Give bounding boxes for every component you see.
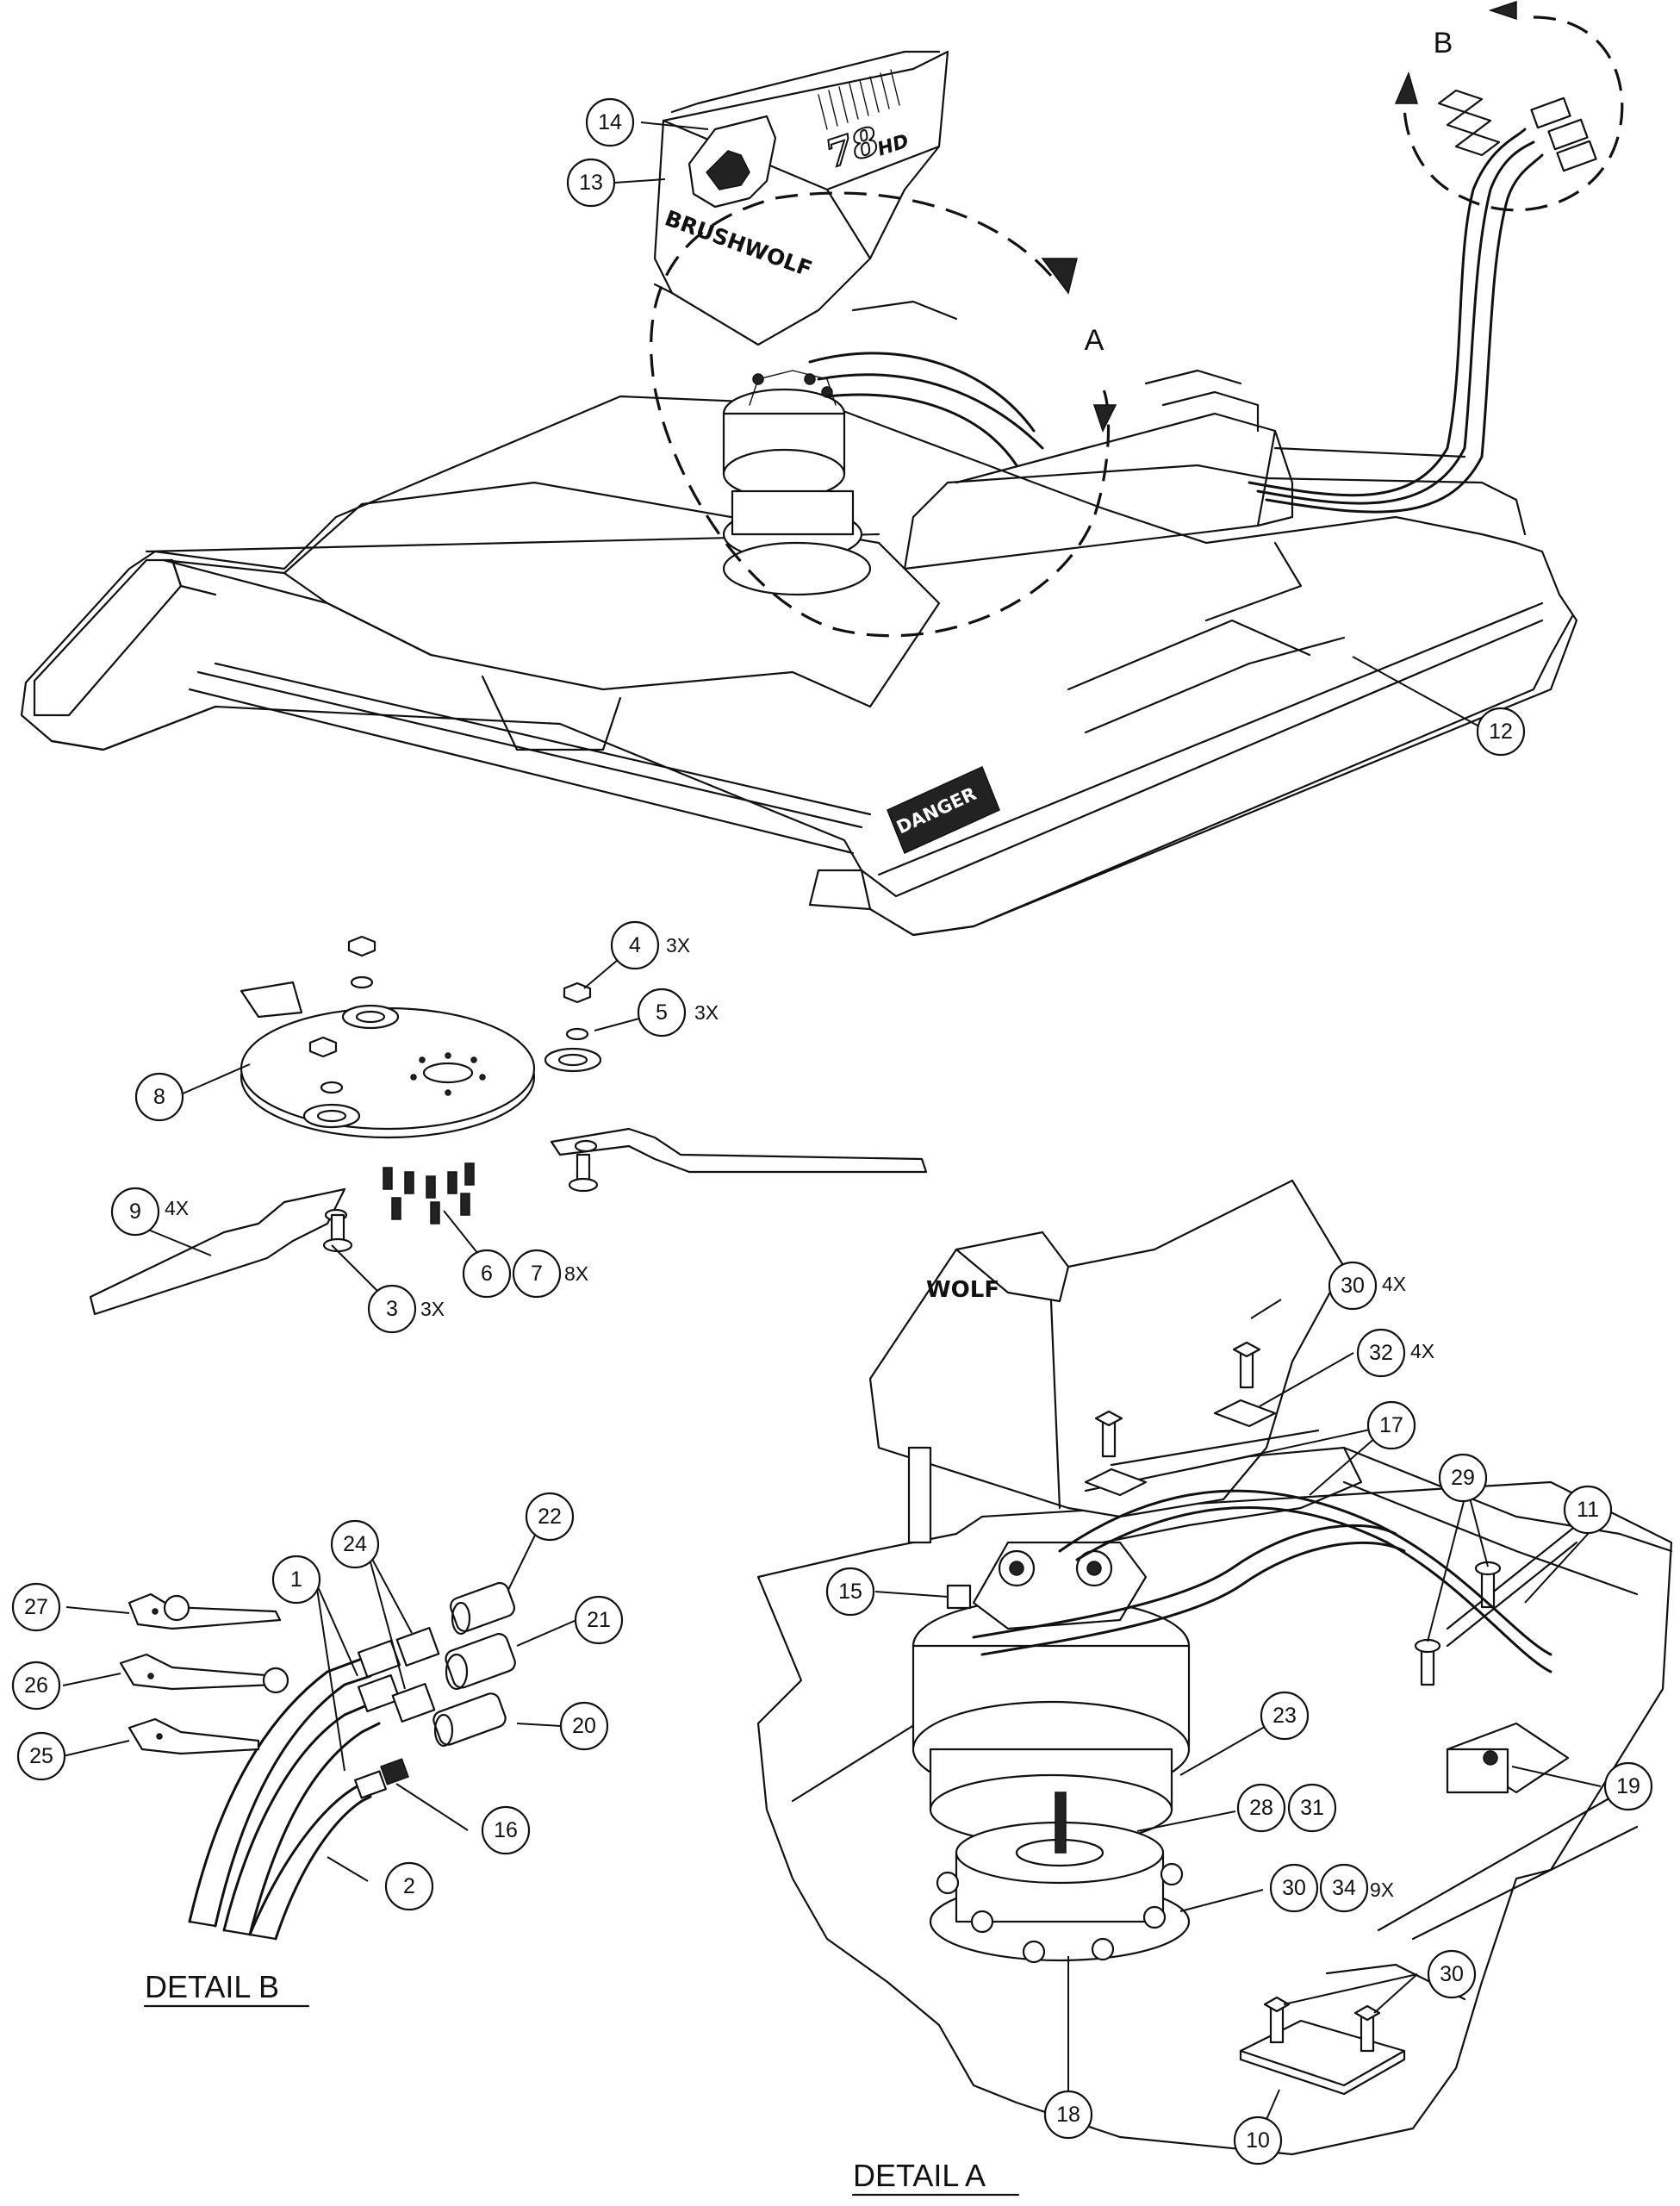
svg-text:7: 7 xyxy=(531,1262,543,1286)
callout-30-top: 30 4X xyxy=(1328,1261,1406,1311)
callout-10: 10 xyxy=(1233,2116,1283,2165)
svg-text:22: 22 xyxy=(538,1505,562,1529)
svg-text:19: 19 xyxy=(1616,1774,1640,1798)
callout-2: 2 xyxy=(384,1861,434,1911)
callout-15: 15 xyxy=(825,1567,875,1617)
callout-20: 20 xyxy=(559,1701,609,1751)
callout-14: 14 xyxy=(585,97,635,147)
callout-22: 22 xyxy=(525,1492,575,1542)
callout-32: 31 xyxy=(1287,1783,1337,1833)
callout-29: 29 xyxy=(1438,1453,1488,1503)
svg-text:2: 2 xyxy=(403,1874,415,1898)
svg-text:14: 14 xyxy=(598,110,622,134)
callout-4: 4 3X xyxy=(610,920,690,970)
quick-couplers xyxy=(432,1581,516,1748)
mower-deck-assembly: DANGER BRUSHWOLF 78 HD xyxy=(20,0,1624,937)
hose-fittings-b xyxy=(1437,89,1597,172)
svg-text:29: 29 xyxy=(1451,1466,1475,1490)
callout-25: 25 xyxy=(16,1731,66,1781)
blade-assembly xyxy=(89,935,928,1316)
svg-text:4X: 4X xyxy=(165,1197,189,1219)
callout-24: 24 xyxy=(330,1519,380,1569)
callout-1: 1 xyxy=(271,1555,321,1605)
cover-vents xyxy=(818,69,900,130)
svg-text:5: 5 xyxy=(656,1000,668,1025)
svg-text:8X: 8X xyxy=(564,1262,588,1285)
svg-text:12: 12 xyxy=(1489,720,1513,744)
svg-text:34: 34 xyxy=(1332,1876,1356,1900)
svg-text:9X: 9X xyxy=(1370,1879,1394,1901)
svg-text:13: 13 xyxy=(579,171,603,195)
view-label-b: B xyxy=(1434,27,1453,59)
callout-27: 27 xyxy=(11,1582,61,1632)
brand-partial-text: WOLF xyxy=(926,1277,999,1303)
callout-12: 12 xyxy=(1476,707,1526,757)
svg-text:18: 18 xyxy=(1056,2103,1080,2127)
wolf-logo-icon xyxy=(688,115,777,209)
callout-34: 34 9X xyxy=(1319,1863,1394,1913)
svg-text:4X: 4X xyxy=(1410,1340,1434,1362)
svg-text:3X: 3X xyxy=(666,934,690,957)
callout-7: 7 8X xyxy=(512,1249,588,1299)
callout-23: 23 xyxy=(1260,1691,1310,1741)
svg-text:20: 20 xyxy=(572,1714,596,1738)
blade-bolts xyxy=(383,1162,475,1225)
detail-a-title: DETAIL A xyxy=(853,2158,986,2193)
detail-a-circle xyxy=(650,191,1111,638)
callout-16: 16 xyxy=(481,1805,531,1855)
callout-26: 26 xyxy=(11,1661,61,1711)
svg-text:11: 11 xyxy=(1577,1498,1599,1522)
svg-text:3X: 3X xyxy=(420,1298,445,1320)
detail-b-title: DETAIL B xyxy=(145,1969,279,2004)
svg-text:15: 15 xyxy=(838,1580,862,1604)
callout-28: 28 xyxy=(1236,1783,1286,1833)
hydraulic-motor-main xyxy=(722,370,872,596)
svg-text:30: 30 xyxy=(1341,1274,1365,1298)
svg-text:28: 28 xyxy=(1249,1796,1273,1820)
svg-text:4X: 4X xyxy=(1382,1273,1406,1295)
callout-21: 21 xyxy=(574,1595,624,1645)
svg-text:27: 27 xyxy=(24,1595,48,1619)
svg-text:23: 23 xyxy=(1272,1704,1297,1728)
svg-text:16: 16 xyxy=(494,1818,518,1842)
svg-text:31: 31 xyxy=(1300,1796,1324,1820)
callout-5: 5 3X xyxy=(637,988,719,1038)
svg-text:25: 25 xyxy=(29,1744,53,1768)
svg-text:3X: 3X xyxy=(694,1001,719,1024)
svg-text:24: 24 xyxy=(343,1532,367,1556)
callout-11: 11 xyxy=(1563,1485,1613,1535)
callout-30-bottom: 30 xyxy=(1427,1949,1477,1999)
svg-text:9: 9 xyxy=(129,1200,141,1224)
callout-17: 17 xyxy=(1366,1400,1416,1450)
svg-text:3: 3 xyxy=(386,1297,398,1321)
hydraulic-motor-detail xyxy=(912,1541,1191,1964)
svg-text:1: 1 xyxy=(290,1567,302,1592)
svg-text:6: 6 xyxy=(481,1262,493,1286)
detail-b-view: DETAIL B xyxy=(119,1581,516,2008)
svg-text:10: 10 xyxy=(1246,2128,1270,2153)
callout-19: 19 xyxy=(1603,1761,1653,1811)
callout-8: 8 xyxy=(134,1072,184,1122)
callout-6: 6 xyxy=(462,1249,512,1299)
svg-text:8: 8 xyxy=(153,1085,165,1109)
detail-b-circle xyxy=(1403,16,1624,212)
callout-13: 13 xyxy=(566,158,616,208)
svg-text:21: 21 xyxy=(587,1608,611,1632)
view-label-a: A xyxy=(1085,324,1104,357)
callout-18: 18 xyxy=(1043,2090,1093,2140)
svg-text:26: 26 xyxy=(24,1673,48,1698)
svg-text:30: 30 xyxy=(1282,1876,1306,1900)
callout-31: 30 xyxy=(1269,1863,1319,1913)
svg-text:17: 17 xyxy=(1379,1413,1403,1437)
callout-3: 3 3X xyxy=(367,1284,445,1334)
svg-text:32: 32 xyxy=(1369,1341,1393,1365)
detail-a-view: WOLF xyxy=(756,1179,1673,2197)
callout-33: 32 4X xyxy=(1356,1328,1434,1378)
svg-text:4: 4 xyxy=(629,933,641,957)
svg-text:30: 30 xyxy=(1440,1962,1464,1986)
callout-9: 9 4X xyxy=(110,1187,189,1237)
